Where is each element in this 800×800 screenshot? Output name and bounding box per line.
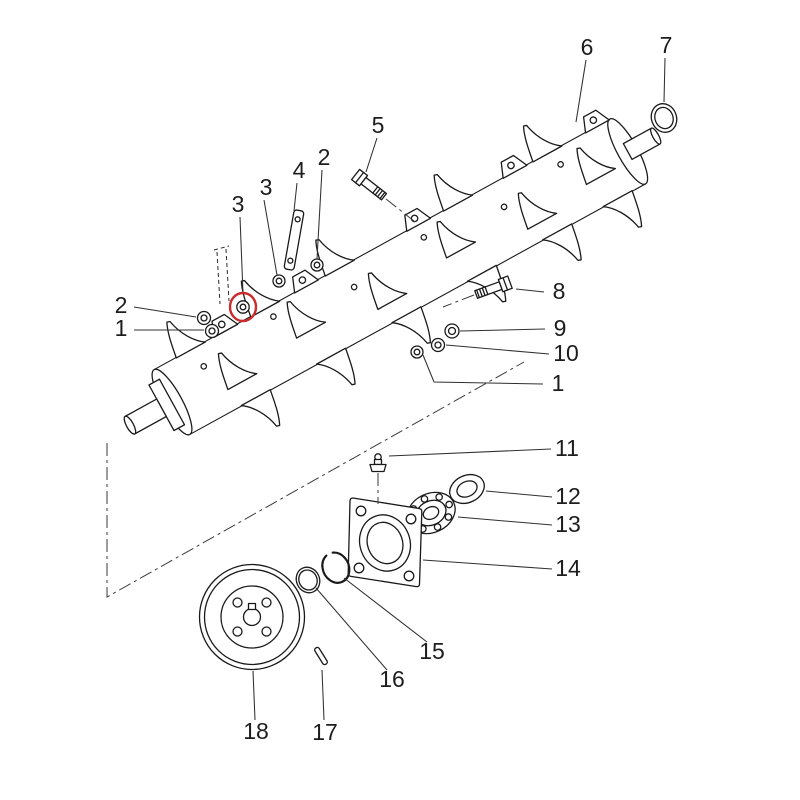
part-number-2: 2 xyxy=(115,292,128,318)
hidden-bolt-lines xyxy=(213,245,230,305)
drum-bolt-hole xyxy=(350,283,358,291)
rotor-drum xyxy=(123,106,662,438)
part-number-10: 10 xyxy=(553,340,579,366)
drum-bolt-hole xyxy=(270,313,277,320)
seal-ring-7 xyxy=(650,103,678,133)
leader-line-8 xyxy=(515,288,545,293)
leader-line-14 xyxy=(422,559,553,570)
leader-line-12 xyxy=(485,490,553,498)
leader-line-18 xyxy=(252,670,256,721)
washer-10 xyxy=(430,337,446,353)
part-number-7: 7 xyxy=(660,32,673,58)
part-number-16: 16 xyxy=(379,666,405,692)
part-number-6: 6 xyxy=(581,34,594,60)
washer-2-left xyxy=(196,310,212,326)
nut-9 xyxy=(444,323,460,339)
washer-2-right xyxy=(310,258,324,272)
nut-1-right xyxy=(410,345,424,359)
leader-line-10 xyxy=(445,344,550,355)
part-number-13: 13 xyxy=(555,511,581,537)
keyway-notch xyxy=(247,602,257,611)
retaining-ring-16 xyxy=(295,566,321,594)
left-shaft-end xyxy=(123,415,137,435)
center-line xyxy=(106,361,525,598)
leader-line-2 xyxy=(316,169,323,260)
part-number-9: 9 xyxy=(554,315,567,341)
part-number-8: 8 xyxy=(553,278,566,304)
drum-bolt-hole xyxy=(500,203,508,211)
part-number-4: 4 xyxy=(293,157,306,183)
grease-fitting-11 xyxy=(369,453,387,473)
highlight-circle xyxy=(228,291,258,323)
leader-line-6 xyxy=(575,59,587,123)
leader-line-9 xyxy=(459,328,546,332)
part-number-15: 15 xyxy=(419,638,445,664)
hex-bolt-5 xyxy=(350,168,389,203)
shaft-key-17 xyxy=(314,646,328,666)
flange-housing-14 xyxy=(347,497,423,588)
part-number-1: 1 xyxy=(115,315,128,341)
part-number-17: 17 xyxy=(312,719,338,745)
collar-12 xyxy=(449,473,485,505)
lock-nut-3 xyxy=(272,274,286,288)
drum-bolt-hole xyxy=(200,362,208,370)
blade-holder-strap-4 xyxy=(283,209,305,271)
part-number-14: 14 xyxy=(555,555,581,581)
snap-ring-15 xyxy=(321,551,351,584)
part-number-12: 12 xyxy=(555,483,581,509)
lock-nut-3-highlighted xyxy=(236,300,250,314)
part-number-1: 1 xyxy=(552,370,565,396)
center-line xyxy=(442,294,475,308)
part-number-18: 18 xyxy=(243,718,269,744)
leader-line-7 xyxy=(663,57,666,103)
center-line xyxy=(385,198,420,226)
leader-line-2 xyxy=(133,306,197,318)
leader-line-11 xyxy=(388,448,552,457)
part-number-3: 3 xyxy=(260,174,273,200)
part-number-5: 5 xyxy=(372,112,385,138)
drum-bolt-hole xyxy=(420,233,428,241)
drum-bolt-hole xyxy=(557,161,564,168)
leader-line-16 xyxy=(315,587,388,671)
leader-line-4 xyxy=(293,182,298,212)
pulley-18 xyxy=(198,563,306,671)
part-number-11: 11 xyxy=(555,435,579,461)
nut-1-left xyxy=(204,323,220,339)
right-stub-end xyxy=(650,127,662,145)
leader-line-5 xyxy=(365,137,378,173)
leader-line-3 xyxy=(263,199,278,276)
leader-line-1 xyxy=(422,354,544,385)
leader-line-13 xyxy=(457,516,553,526)
leader-line-15 xyxy=(343,577,428,643)
leader-line-3 xyxy=(239,216,244,294)
part-number-2: 2 xyxy=(318,144,331,170)
leader-line-17 xyxy=(321,669,325,721)
part-number-3: 3 xyxy=(232,191,245,217)
